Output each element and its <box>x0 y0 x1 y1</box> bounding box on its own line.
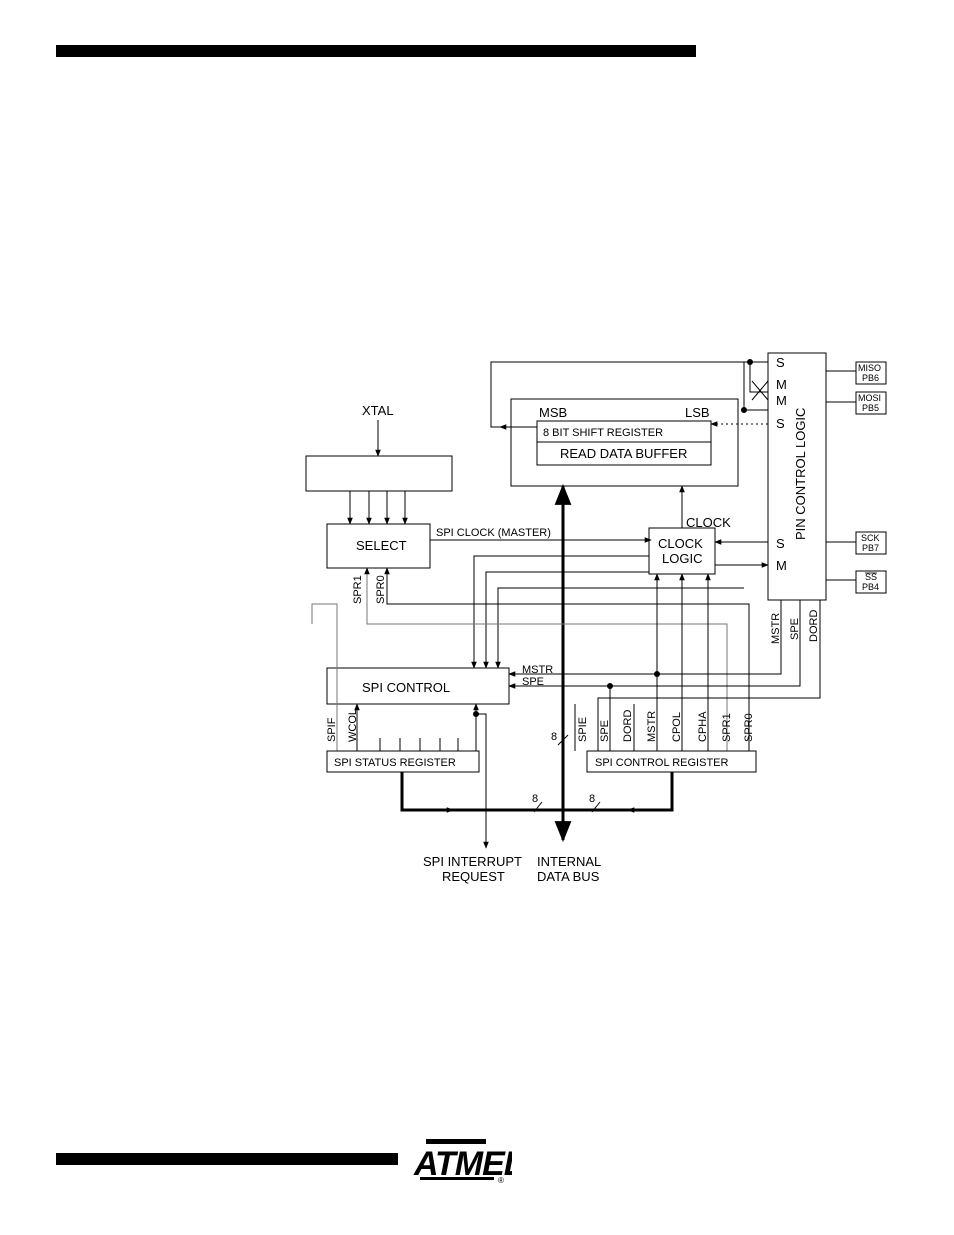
dord-pin-label: DORD <box>808 610 820 642</box>
footer-rule <box>56 1153 398 1165</box>
bit-cpol: CPOL <box>671 712 683 742</box>
clock-label: CLOCK <box>686 515 731 530</box>
xtal-label: XTAL <box>362 403 394 418</box>
bit-spr0: SPR0 <box>743 713 755 742</box>
clock-logic-label-2: LOGIC <box>662 551 702 566</box>
pin-control-label: PIN CONTROL LOGIC <box>793 408 808 540</box>
mstr-label: MSTR <box>522 664 553 676</box>
pin-sck: SCK <box>861 533 880 543</box>
side-s-1: S <box>776 355 785 370</box>
mstr-pin-label: MSTR <box>770 613 782 644</box>
side-s-3: S <box>776 536 785 551</box>
bus-label-1: INTERNAL <box>537 854 601 869</box>
lsb-label: LSB <box>685 405 710 420</box>
mosi-pin <box>855 391 887 415</box>
bus-width-right: 8 <box>589 793 595 805</box>
side-m-2: M <box>776 393 787 408</box>
bus-label-2: DATA BUS <box>537 869 600 884</box>
miso-pin <box>855 361 887 385</box>
bit-spr1: SPR1 <box>721 713 733 742</box>
spr0-label: SPR0 <box>375 575 387 604</box>
side-m-1: M <box>776 377 787 392</box>
pin-control-block <box>767 352 827 601</box>
side-s-2: S <box>776 416 785 431</box>
pin-pb5: PB5 <box>862 403 879 413</box>
ss-pin <box>855 570 887 594</box>
pin-ss: SS <box>865 572 877 582</box>
side-m-3: M <box>776 558 787 573</box>
msb-label: MSB <box>539 405 567 420</box>
pin-pb6: PB6 <box>862 373 879 383</box>
bit-spe: SPE <box>599 720 611 742</box>
pin-pb4: PB4 <box>862 582 879 592</box>
atmel-logo: ATMEL ® <box>413 1139 512 1185</box>
interrupt-label-1: SPI INTERRUPT <box>423 854 522 869</box>
wcol-label: WCOL <box>347 709 359 742</box>
select-block <box>326 523 431 569</box>
clock-logic-label-1: CLOCK <box>658 536 703 551</box>
bus-width-left: 8 <box>532 793 538 805</box>
bit-spie: SPIE <box>577 717 589 742</box>
shift-register-block <box>510 398 739 487</box>
bit-mstr: MSTR <box>646 711 658 742</box>
status-register-label: SPI STATUS REGISTER <box>334 757 456 769</box>
spi-control-label: SPI CONTROL <box>362 680 450 695</box>
logo-mark: ® <box>498 1176 504 1185</box>
read-buffer-label: READ DATA BUFFER <box>560 446 687 461</box>
pin-miso: MISO <box>858 363 881 373</box>
bit-dord: DORD <box>622 710 634 742</box>
bus-width-main: 8 <box>551 731 557 743</box>
select-label: SELECT <box>356 538 407 553</box>
control-register-label: SPI CONTROL REGISTER <box>595 757 729 769</box>
spi-clock-label: SPI CLOCK (MASTER) <box>436 527 551 539</box>
pin-mosi: MOSI <box>858 393 881 403</box>
sck-pin <box>855 531 887 555</box>
spr1-label: SPR1 <box>352 575 364 604</box>
pin-pb7: PB7 <box>862 543 879 553</box>
spe-label: SPE <box>522 676 544 688</box>
spif-label: SPIF <box>326 717 338 742</box>
spe-pin-label: SPE <box>789 618 801 640</box>
divider-block <box>305 455 453 492</box>
bit-cpha: CPHA <box>697 711 709 742</box>
logo-text: ATMEL <box>413 1145 512 1183</box>
shift-register-label: 8 BIT SHIFT REGISTER <box>543 427 663 439</box>
interrupt-label-2: REQUEST <box>442 869 505 884</box>
header-rule <box>56 45 696 57</box>
